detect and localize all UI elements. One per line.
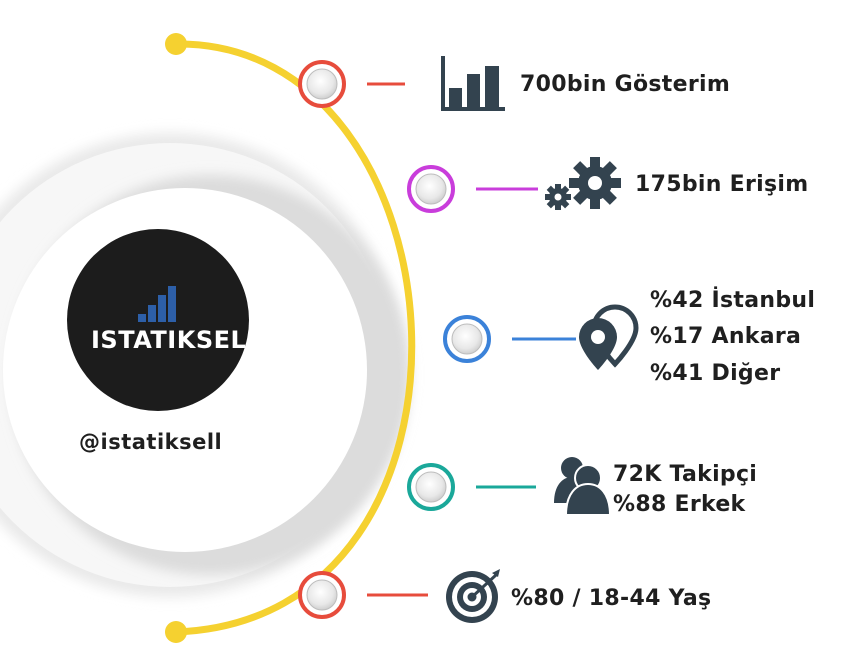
node-knob-cities — [451, 323, 483, 355]
label-impressions: 700bin Gösterim — [520, 72, 731, 97]
node-knob-impressions — [306, 68, 338, 100]
label-reach: 175bin Erişim — [635, 172, 809, 197]
label-city-ankara: %17 Ankara — [650, 324, 802, 349]
target-icon — [446, 569, 500, 623]
users-icon — [554, 457, 612, 516]
label-city-other: %41 Diğer — [650, 361, 781, 386]
label-followers: 72K Takipçi — [613, 462, 758, 487]
node-knob-age — [306, 579, 338, 611]
label-age: %80 / 18-44 Yaş — [511, 586, 712, 611]
location-pins-icon — [579, 304, 639, 370]
label-gender: %88 Erkek — [613, 492, 746, 517]
timeline-nodes — [298, 60, 576, 619]
bar-chart-icon — [441, 56, 505, 111]
brand-logo — [67, 229, 249, 411]
node-knob-reach — [415, 173, 447, 205]
node-knob-followers — [415, 471, 447, 503]
logo-text: ISTATIKSELL — [91, 326, 263, 354]
gears-icon — [545, 157, 621, 210]
label-city-istanbul: %42 İstanbul — [650, 288, 816, 313]
arc-start-dot — [165, 33, 187, 55]
arc-end-dot — [165, 621, 187, 643]
social-handle: @istatiksell — [79, 430, 223, 454]
